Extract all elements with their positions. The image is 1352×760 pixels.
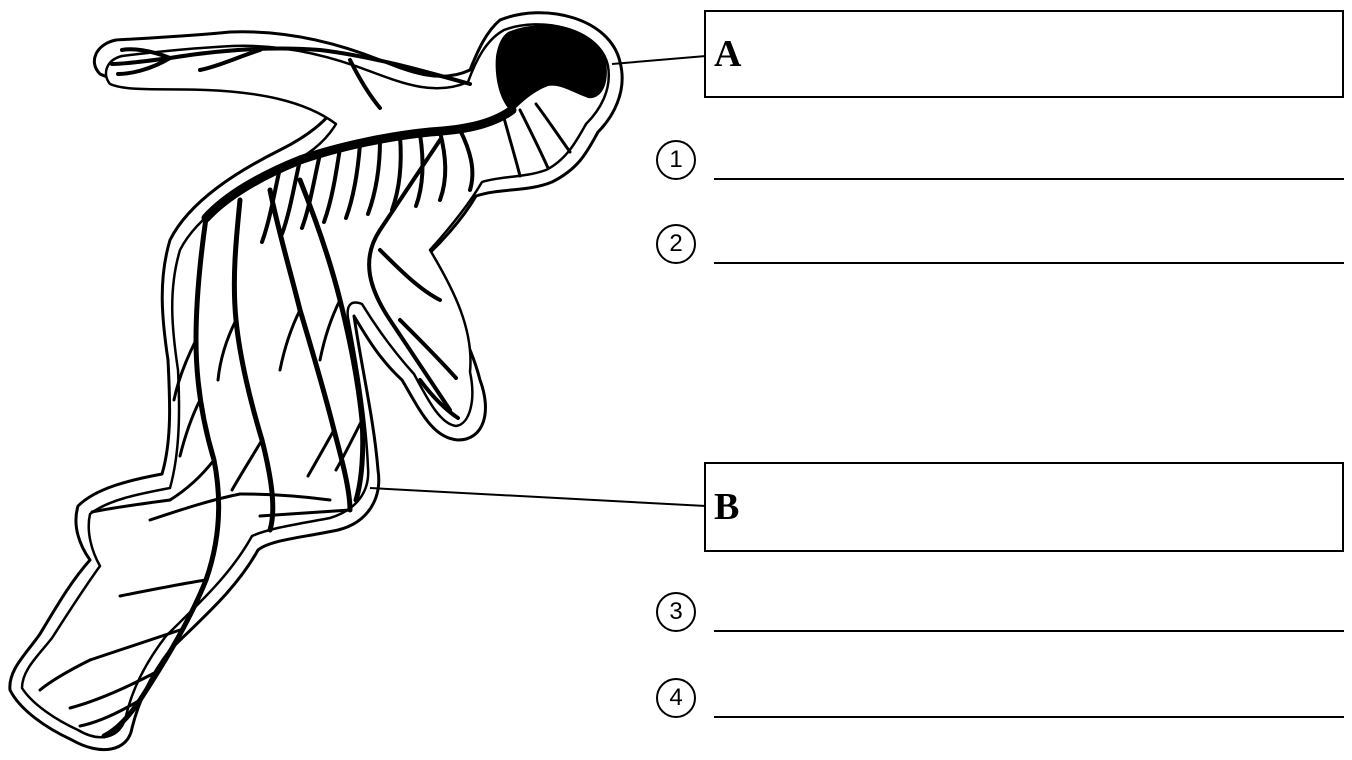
answer-line-1[interactable] [714, 178, 1344, 180]
answer-row-1[interactable]: 1 [656, 140, 1344, 184]
answer-line-2[interactable] [714, 262, 1344, 264]
label-box-b[interactable]: B [704, 462, 1344, 552]
answer-line-3[interactable] [714, 630, 1344, 632]
label-box-a[interactable]: A [704, 10, 1344, 98]
answer-line-4[interactable] [714, 716, 1344, 718]
label-letter-a: A [714, 35, 741, 73]
number-3: 3 [669, 598, 682, 626]
number-circle-1: 1 [656, 140, 696, 180]
number-circle-3: 3 [656, 592, 696, 632]
number-circle-4: 4 [656, 678, 696, 718]
answer-row-3[interactable]: 3 [656, 592, 1344, 636]
number-circle-2: 2 [656, 224, 696, 264]
number-4: 4 [669, 684, 682, 712]
number-1: 1 [669, 146, 682, 174]
number-2: 2 [669, 230, 682, 258]
nervous-system-figure [0, 0, 700, 760]
label-letter-b: B [714, 488, 739, 526]
answer-row-2[interactable]: 2 [656, 224, 1344, 268]
answer-row-4[interactable]: 4 [656, 678, 1344, 722]
